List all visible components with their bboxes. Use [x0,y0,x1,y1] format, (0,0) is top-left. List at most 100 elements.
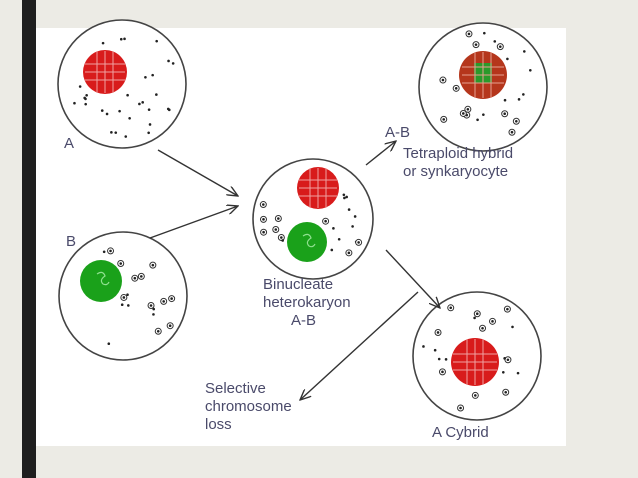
cell-a [57,19,187,149]
cytoplasm-granule [343,196,346,200]
cytoplasm-granule [523,50,526,53]
cytoplasm-granule [512,117,520,125]
cytoplasm-granule [141,101,144,104]
cytoplasm-granule [138,102,141,106]
cytoplasm-granule [438,368,446,376]
chromosome-loss-label-line2: chromosome [205,398,292,415]
cytoplasm-granule [124,135,128,138]
chromosome-loss-label-line3: loss [205,416,232,433]
cytoplasm-granule [167,108,171,112]
cytoplasm-granule [281,239,284,242]
hybrid-nucleus [459,51,507,99]
arrow-b-to-heterokaryon [149,206,238,239]
cytoplasm-granule [330,248,334,252]
cytoplasm-granule [506,57,509,61]
cytoplasm-granule [345,195,348,199]
cytoplasm-granule [496,43,504,51]
cytoplasm-granule [353,215,357,218]
cytoplasm-granule [154,327,162,335]
cytoplasm-granule [503,305,511,313]
cytoplasm-granule [476,118,479,122]
cybrid-nucleus [451,338,499,386]
cytoplasm-granule [84,102,87,106]
arrow-to-cybrid [385,249,440,308]
cytoplasm-granule [439,76,447,84]
cytoplasm-granule [459,109,467,117]
cytoplasm-granule [351,225,354,228]
slide-accent-bar [22,0,36,478]
cytoplasm-granule [437,357,441,361]
cytoplasm-granule [149,261,157,269]
cytoplasm-granule [517,98,521,101]
cytoplasm-granule [126,93,129,97]
cytoplasm-granule [144,76,147,79]
cell-b-nucleus [80,260,122,302]
cytoplasm-granule [489,317,497,325]
cytoplasm-granule [118,109,121,113]
cytoplasm-granule [347,208,351,211]
cytoplasm-granule [259,201,267,209]
cytoplasm-granule [342,193,346,197]
cytoplasm-granule [522,93,525,96]
cytoplasm-granule [501,110,509,118]
cytoplasm-granule [105,112,109,116]
cytoplasm-granule [502,370,505,374]
cytoplasm-granule [457,404,465,412]
cytoplasm-granule [147,302,155,310]
cytoplasm-granule [160,297,168,305]
cytoplasm-granule [126,293,129,297]
cell-b-label: B [66,233,77,250]
cytoplasm-granule [171,62,175,65]
cytoplasm-granule [148,123,152,126]
cytoplasm-granule [272,226,280,234]
cytoplasm-granule [274,215,282,223]
cytoplasm-granule [337,237,341,241]
cytoplasm-granule [260,228,268,236]
cytoplasm-granule [84,97,87,101]
tetraploid-hybrid-cell [418,22,548,152]
cytoplasm-granule [493,40,497,43]
cytoplasm-granule [529,68,532,72]
tetraploid-label-line2: or synkaryocyte [403,163,509,180]
cytoplasm-granule [151,73,154,77]
arrow-to-tetraploid [365,141,396,166]
heterokaryon-label-line3: A-B [291,312,317,329]
cytoplasm-granule [483,31,486,35]
cytoplasm-granule [126,304,130,307]
cytoplasm-granule [73,101,76,105]
cytoplasm-granule [503,98,507,102]
cytoplasm-granule [473,310,481,318]
cytoplasm-granule [128,116,131,120]
cytoplasm-granule [147,131,150,135]
cytoplasm-granule [447,304,455,312]
cytoplasm-granule [120,303,124,307]
cytoplasm-granule [479,324,487,332]
cell-a-nucleus [83,50,127,94]
cytoplasm-granule [444,358,448,361]
heterokaryon-cell [252,158,374,280]
cytoplasm-granule [120,293,128,301]
cytoplasm-granule [152,307,156,311]
cytoplasm-granule [78,85,82,88]
cybrid-cell [412,291,542,421]
cytoplasm-granule [155,93,158,96]
cytoplasm-granule [107,342,111,346]
cytoplasm-granule [166,322,174,330]
heterokaryon-label-line2: heterokaryon [263,294,351,311]
hybrid-ab-label: A-B [385,124,411,141]
arrows [149,141,440,400]
cytoplasm-granule [503,357,506,360]
cytoplasm-granule [504,356,512,364]
heterokaryon-nucleus-a [297,167,339,209]
cybrid-label: A Cybrid [432,424,489,441]
cytoplasm-granule [147,108,151,111]
cytoplasm-granule [155,39,158,43]
cytoplasm-granule [434,328,442,336]
tetraploid-label-line1: Tetraploid hybrid [403,145,514,162]
cytoplasm-granule [473,316,476,320]
arrow-chromosome-loss [300,291,419,400]
cytoplasm-granule [502,388,510,396]
cytoplasm-granule [322,217,330,225]
cytoplasm-granule [167,59,170,63]
